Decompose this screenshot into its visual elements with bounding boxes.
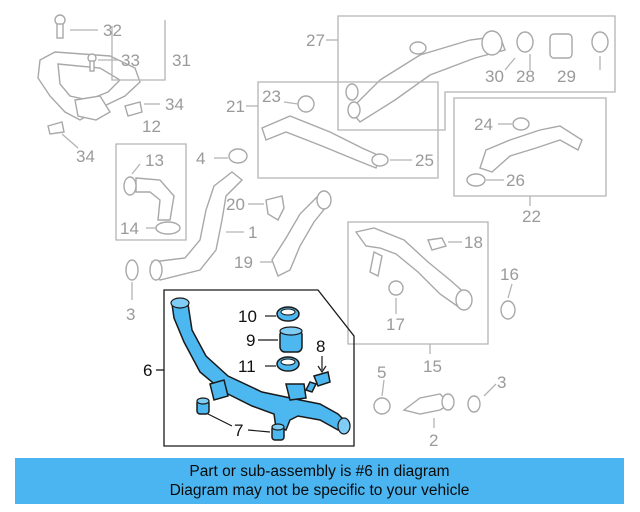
label-19: 19 (234, 253, 253, 272)
label-3-left: 3 (126, 305, 135, 324)
label-25: 25 (415, 151, 434, 170)
label-10: 10 (238, 307, 257, 326)
label-17: 17 (386, 315, 405, 334)
label-3-right: 3 (497, 373, 506, 392)
banner-line-1: Part or sub-assembly is #6 in diagram (189, 463, 450, 480)
label-7: 7 (234, 421, 243, 440)
group-27: 27 30 28 29 (306, 15, 616, 131)
parts-diagram: 32 33 31 34 12 34 27 30 28 29 21 23 (37, 14, 616, 450)
group-15: 18 17 15 (347, 221, 489, 376)
label-34-bottom: 34 (76, 147, 95, 166)
label-4: 4 (196, 149, 205, 168)
label-32: 32 (103, 21, 122, 40)
label-29: 29 (557, 67, 576, 86)
label-18: 18 (464, 233, 483, 252)
label-27: 27 (306, 31, 325, 50)
label-16: 16 (500, 265, 519, 284)
label-24: 24 (474, 115, 493, 134)
label-31: 31 (172, 51, 191, 70)
label-13: 13 (145, 151, 164, 170)
label-2: 2 (429, 431, 438, 450)
part-10-clamp: 10 (238, 306, 300, 326)
highlight-box-6: 6 10 9 11 (143, 289, 355, 447)
label-34-top: 34 (165, 95, 184, 114)
label-30: 30 (485, 67, 504, 86)
oring-16: 16 (500, 265, 519, 320)
part-8-bolt: 8 (304, 337, 331, 393)
label-21: 21 (226, 97, 245, 116)
label-6: 6 (143, 361, 152, 380)
label-12: 12 (142, 117, 161, 136)
group-21: 21 23 25 (226, 81, 439, 179)
part-9-sleeve: 9 (246, 326, 303, 353)
label-23: 23 (262, 87, 281, 106)
part-6-pipe (170, 297, 351, 435)
label-14: 14 (120, 219, 139, 238)
label-33: 33 (121, 51, 140, 70)
label-9: 9 (246, 331, 255, 350)
label-26: 26 (506, 171, 525, 190)
label-20: 20 (226, 195, 245, 214)
label-8: 8 (316, 337, 325, 356)
group-2: 5 3 2 (373, 363, 506, 450)
banner-line-2: Diagram may not be specific to your vehi… (169, 482, 470, 499)
label-28: 28 (516, 67, 535, 86)
label-1: 1 (248, 223, 257, 242)
bracket-group: 32 33 31 34 12 34 (37, 14, 191, 166)
part-11-clamp: 11 (238, 356, 300, 376)
group-22: 24 26 22 (453, 97, 607, 226)
oring-3-left: 3 (125, 259, 139, 324)
label-22: 22 (522, 207, 541, 226)
label-5: 5 (377, 363, 386, 382)
hose-1: 4 1 (149, 148, 257, 281)
group-12: 13 14 (115, 143, 187, 241)
part-7-grommets: 7 (196, 397, 285, 441)
info-banner: Part or sub-assembly is #6 in diagram Di… (15, 458, 624, 504)
label-15: 15 (423, 357, 442, 376)
pipe-19: 20 19 (226, 190, 332, 277)
label-11: 11 (238, 357, 256, 376)
